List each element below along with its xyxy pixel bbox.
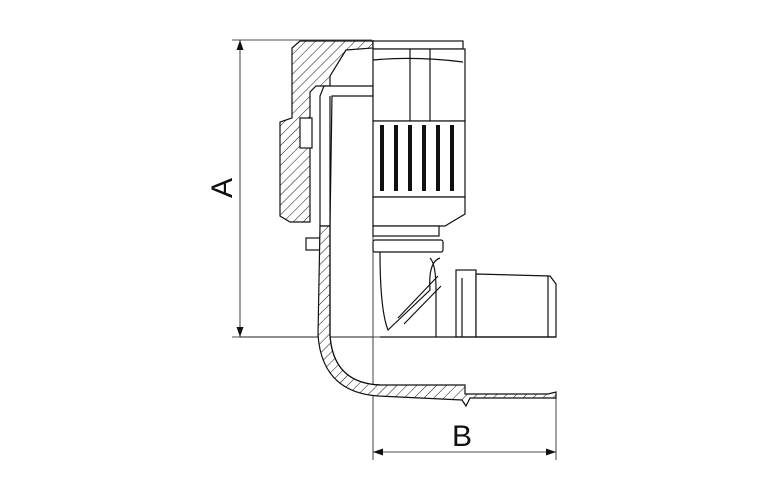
nut-hex-body [372,48,466,122]
nut-collar [305,237,321,251]
dimension-b: B [372,337,557,460]
nut-lower-skirt [372,196,466,227]
nut-ring-1 [372,225,440,237]
nut-inner-bore [319,85,374,227]
dimension-b-arrow-right [546,448,556,456]
dimension-b-arrow-left [373,448,383,456]
hex-chamfer-line [372,57,464,63]
nut-section-slot [299,117,313,149]
outlet-web-line-1 [397,275,439,319]
grip-rib [380,125,384,191]
dimension-a-label: A [206,178,239,198]
elbow-outlet-exterior [379,251,557,338]
grip-rib [422,125,426,191]
outlet-shoulder [429,257,437,337]
grip-rib [450,125,454,191]
nut-section [279,40,374,251]
grip-rib [394,125,398,191]
nut-grip-ribs [380,125,454,191]
nut-ring-2 [372,239,444,253]
outlet-web-line-2 [403,285,442,325]
dimension-a-arrow-bottom [236,327,244,337]
grip-rib [436,125,440,191]
dimension-b-label: B [452,420,472,453]
nut-top-flange [372,40,464,50]
outlet-threaded-spigot [475,273,557,338]
grip-rib [408,125,412,191]
elbow-body-section [317,96,557,408]
elbow-inner-wall [329,96,381,386]
outlet-collar [455,269,477,338]
nut-exterior [372,40,466,253]
dimension-a-arrow-top [236,40,244,50]
